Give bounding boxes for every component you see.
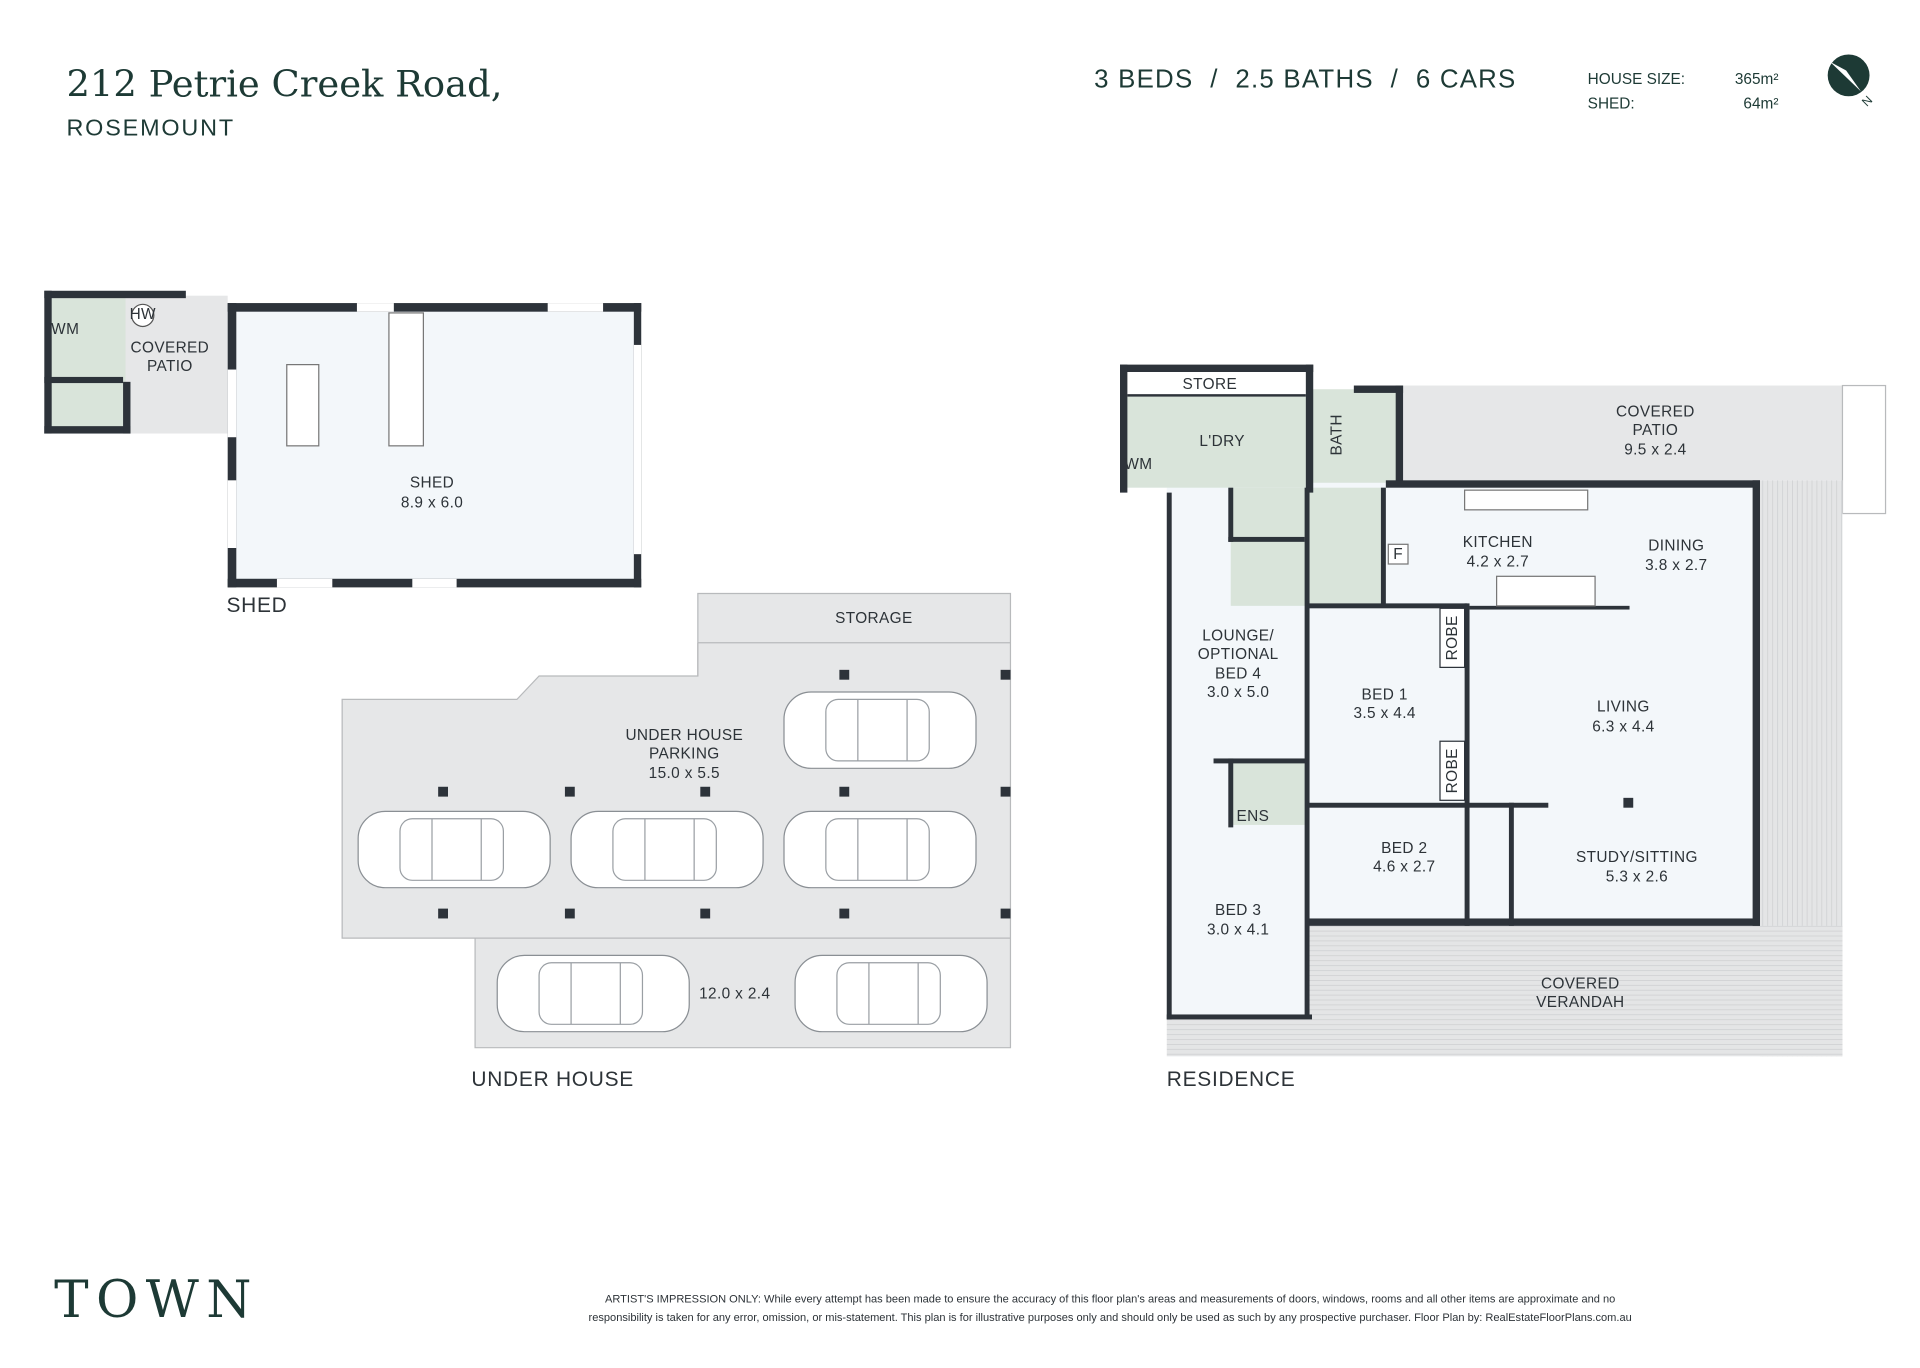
kitchen-size: 4.2 x 2.7 <box>1467 553 1529 570</box>
car-icon <box>783 691 977 769</box>
storage-label: STORAGE <box>835 610 913 627</box>
bed3-size: 3.0 x 4.1 <box>1207 921 1269 938</box>
robe-label: ROBE <box>1444 748 1461 793</box>
shed-plan: HW WM COVERED PATIO SHED 8.9 x 6.0 <box>44 290 642 588</box>
under-house-plan: STORAGE UNDER HOUSE PARKING 15.0 x 5.5 1… <box>341 592 1012 1049</box>
disclaimer-line-1: ARTIST'S IMPRESSION ONLY: While every at… <box>605 1293 1615 1305</box>
shed-room-label: SHED <box>410 475 454 492</box>
lounge-label: OPTIONAL <box>1198 646 1279 663</box>
living-size: 6.3 x 4.4 <box>1592 718 1654 735</box>
shed-patio-label: PATIO <box>147 358 193 375</box>
property-summary: 3 BEDS / 2.5 BATHS / 6 CARS <box>1094 66 1516 94</box>
residence-plan: STORE L'DRY WM BATH COVERED PATIO 9.5 x … <box>1120 364 1887 1057</box>
residence-patio-size: 9.5 x 2.4 <box>1624 441 1686 458</box>
study-label: STUDY/SITTING <box>1576 849 1698 866</box>
washing-machine-label: WM <box>51 321 79 338</box>
property-suburb: ROSEMOUNT <box>66 115 235 141</box>
north-arrow-icon: N <box>1827 54 1875 109</box>
residence-patio-label: COVERED <box>1616 403 1695 420</box>
fridge-label: F <box>1393 546 1403 563</box>
car-icon <box>783 810 977 889</box>
house-size-label: HOUSE SIZE: <box>1588 71 1685 88</box>
section-title-under-house: UNDER HOUSE <box>471 1068 634 1091</box>
parking-label: PARKING <box>649 745 720 762</box>
parking-label: UNDER HOUSE <box>625 727 743 744</box>
robe-label: ROBE <box>1444 615 1461 660</box>
shed-patio-label: COVERED <box>131 339 210 356</box>
bed2-size: 4.6 x 2.7 <box>1373 859 1435 876</box>
hot-water-label: HW <box>130 306 156 323</box>
section-title-residence: RESIDENCE <box>1167 1068 1296 1091</box>
lounge-label: BED 4 <box>1215 665 1261 682</box>
north-label: N <box>1859 93 1875 109</box>
disclaimer-line-2: responsibility is taken for any error, o… <box>589 1312 1632 1324</box>
shed-size-value: 64m² <box>1743 96 1778 113</box>
car-icon <box>570 810 764 889</box>
dining-label: DINING <box>1648 537 1704 554</box>
parking-size: 15.0 x 5.5 <box>649 765 720 782</box>
property-address: 212 Petrie Creek Road, <box>66 62 502 105</box>
dining-size: 3.8 x 2.7 <box>1645 557 1707 574</box>
store-label: STORE <box>1183 376 1238 393</box>
ensuite-label: ENS <box>1237 808 1270 825</box>
lower-parking-size: 12.0 x 2.4 <box>699 985 770 1002</box>
living-label: LIVING <box>1597 699 1650 716</box>
section-title-shed: SHED <box>226 594 287 617</box>
lounge-label: LOUNGE/ <box>1202 627 1274 644</box>
bed3-label: BED 3 <box>1215 902 1261 919</box>
laundry-wm-label: WM <box>1124 456 1152 473</box>
verandah-label: COVERED <box>1541 976 1620 993</box>
lounge-size: 3.0 x 5.0 <box>1207 684 1269 701</box>
car-icon <box>794 954 988 1033</box>
residence-walls <box>1120 364 1760 1020</box>
shed-room-size: 8.9 x 6.0 <box>401 494 463 511</box>
kitchen-label: KITCHEN <box>1463 534 1533 551</box>
laundry-label: L'DRY <box>1199 433 1245 450</box>
bed2-label: BED 2 <box>1381 840 1427 857</box>
bed1-size: 3.5 x 4.4 <box>1353 705 1415 722</box>
town-logo: TOWN <box>54 1270 259 1330</box>
house-size-value: 365m² <box>1735 71 1779 88</box>
car-icon <box>496 954 690 1033</box>
car-icon <box>357 810 551 889</box>
residence-patio-label: PATIO <box>1633 422 1679 439</box>
bath-label: BATH <box>1329 414 1346 455</box>
shed-size-label: SHED: <box>1588 96 1635 113</box>
support-posts <box>438 669 1011 919</box>
study-size: 5.3 x 2.6 <box>1606 869 1668 886</box>
bed1-label: BED 1 <box>1361 686 1407 703</box>
verandah-label: VERANDAH <box>1536 994 1624 1011</box>
